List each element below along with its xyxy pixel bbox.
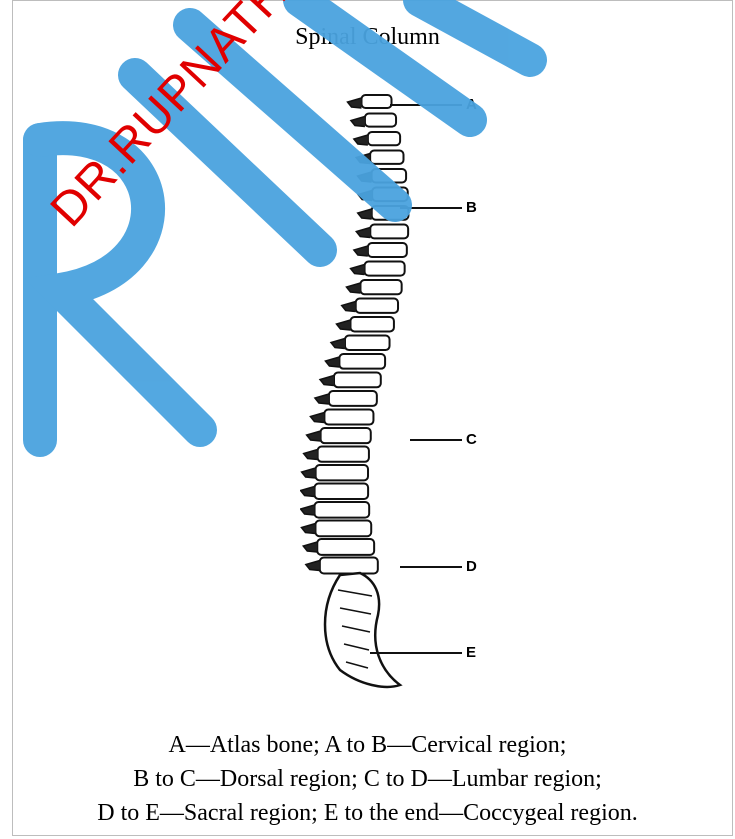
figure-caption: A—Atlas bone; A to B—Cervical region; B … xyxy=(0,728,735,830)
vertebra xyxy=(339,354,385,369)
vertebra xyxy=(372,188,408,202)
spinous-process xyxy=(301,524,315,534)
spinous-process xyxy=(315,394,329,404)
vertebra xyxy=(356,299,398,313)
region-label: A xyxy=(466,97,477,112)
vertebra xyxy=(324,410,373,425)
spinous-process xyxy=(302,468,316,478)
vertebra xyxy=(360,280,401,294)
spinous-process xyxy=(301,487,315,497)
spinous-process xyxy=(358,209,372,219)
vertebra xyxy=(320,558,378,574)
vertebra xyxy=(350,317,393,331)
region-label: B xyxy=(466,200,477,215)
spinous-process xyxy=(325,357,339,367)
vertebra xyxy=(318,447,369,462)
vertebra xyxy=(315,484,369,500)
spinous-process xyxy=(354,246,368,256)
vertebrae-group xyxy=(301,95,409,687)
spinous-process xyxy=(301,505,315,515)
region-label: C xyxy=(466,432,477,447)
caption-line-1: A—Atlas bone; A to B—Cervical region; xyxy=(0,728,735,762)
vertebra xyxy=(334,373,381,388)
caption-line-3: D to E—Sacral region; E to the end—Coccy… xyxy=(0,796,735,830)
spinous-process xyxy=(358,191,372,201)
spinous-process xyxy=(342,302,356,312)
vertebra xyxy=(368,243,407,257)
spinous-process xyxy=(356,154,370,164)
spinous-process xyxy=(346,283,360,293)
vertebra xyxy=(365,262,405,276)
vertebra xyxy=(370,151,403,164)
spinous-process xyxy=(331,339,345,349)
spinous-process xyxy=(303,542,317,552)
caption-line-2: B to C—Dorsal region; C to D—Lumbar regi… xyxy=(0,762,735,796)
spinous-process xyxy=(348,98,362,108)
spinous-process xyxy=(310,413,324,423)
region-label: D xyxy=(466,559,477,574)
spinous-process xyxy=(351,265,365,275)
spinous-process xyxy=(351,117,365,127)
spinous-process xyxy=(358,172,372,182)
vertebra xyxy=(372,169,406,182)
region-label: E xyxy=(466,645,476,660)
vertebra xyxy=(368,132,400,145)
spine-diagram xyxy=(300,85,500,695)
vertebra xyxy=(315,521,371,537)
vertebra xyxy=(317,539,374,555)
spinous-process xyxy=(320,376,334,386)
spinous-process xyxy=(304,450,318,460)
spinous-process xyxy=(356,228,370,238)
vertebra xyxy=(315,502,370,518)
spinous-process xyxy=(306,561,320,571)
vertebra xyxy=(316,465,368,480)
vertebra xyxy=(365,114,396,127)
vertebra xyxy=(370,225,408,239)
spinous-process xyxy=(307,431,321,441)
vertebra xyxy=(345,336,390,351)
figure-title: Spinal Column xyxy=(0,24,735,51)
spinous-process xyxy=(336,320,350,330)
vertebra xyxy=(321,428,371,443)
spinous-process xyxy=(354,135,368,145)
vertebra xyxy=(362,95,392,108)
vertebra xyxy=(329,391,377,406)
